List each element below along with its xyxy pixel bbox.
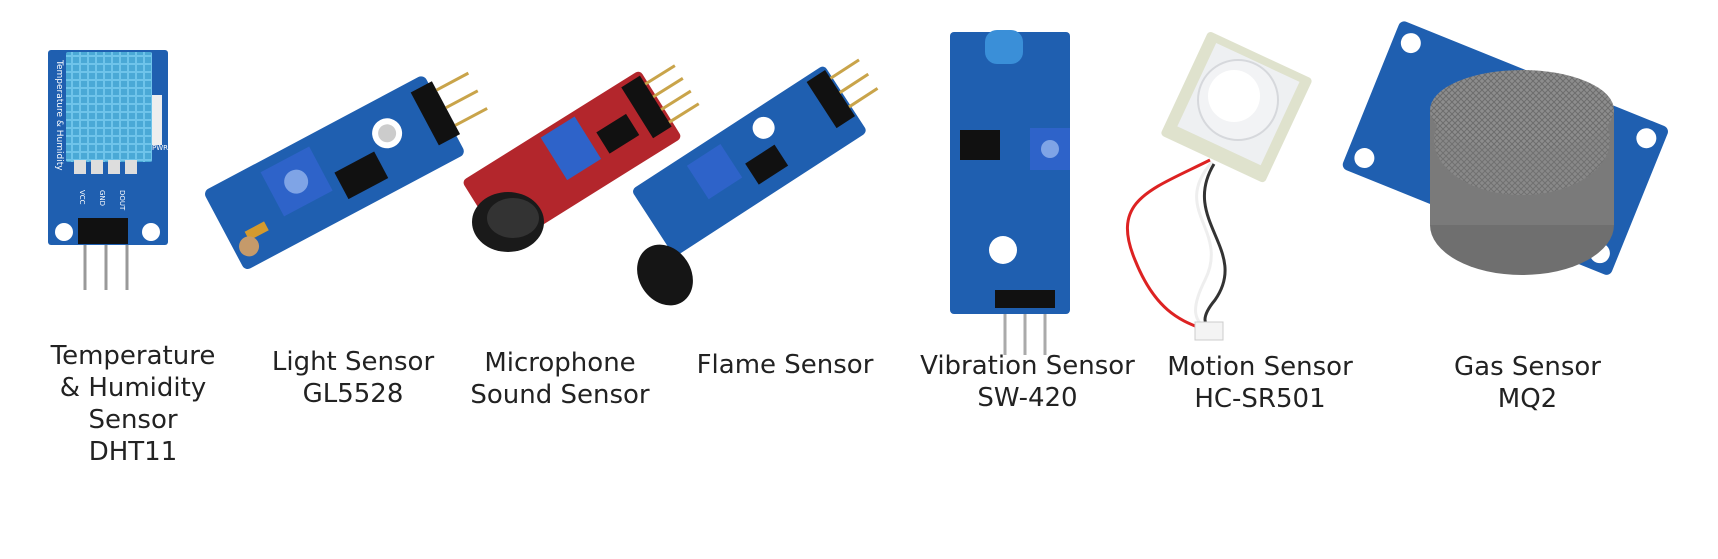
- caption-gas-sensor: Gas Sensor MQ2: [1440, 351, 1615, 415]
- caption-line: Sensor: [88, 405, 178, 435]
- dht11-pcb-text: Temperature & Humidity: [54, 59, 64, 171]
- caption-line: Microphone: [484, 348, 636, 378]
- motion-sensor-icon: [1125, 31, 1312, 341]
- caption-vibration-sensor: Vibration Sensor SW-420: [915, 350, 1140, 414]
- dht11-pwr-label: PWR: [152, 144, 168, 152]
- caption-line: Vibration Sensor: [920, 351, 1135, 381]
- dht11-vcc-label: VCC: [78, 190, 86, 205]
- caption-line: Gas Sensor: [1453, 352, 1601, 382]
- light-sensor-icon: [205, 71, 488, 269]
- caption-motion-sensor: Motion Sensor HC-SR501: [1160, 351, 1360, 415]
- flame-sensor-icon: [633, 58, 879, 306]
- caption-line: MQ2: [1497, 384, 1558, 414]
- caption-line: Motion Sensor: [1167, 352, 1353, 382]
- vibration-sensor-icon: [950, 30, 1070, 355]
- caption-line: SW-420: [977, 383, 1078, 413]
- caption-line: Temperature: [50, 341, 216, 371]
- caption-dht11: Temperature & Humidity Sensor DHT11: [48, 340, 218, 468]
- caption-line: HC-SR501: [1194, 384, 1326, 414]
- caption-line: GL5528: [302, 379, 404, 409]
- caption-light-sensor: Light Sensor GL5528: [263, 346, 443, 410]
- caption-flame-sensor: Flame Sensor: [690, 349, 880, 381]
- dht11-gnd-label: GND: [98, 190, 106, 206]
- caption-line: DHT11: [88, 437, 178, 467]
- caption-line: Flame Sensor: [696, 350, 874, 380]
- caption-line: & Humidity: [59, 373, 207, 403]
- microphone-sensor-icon: [463, 64, 700, 252]
- caption-line: Light Sensor: [271, 347, 435, 377]
- gas-sensor-icon: [1342, 21, 1668, 275]
- dht11-sensor-icon: Temperature & Humidity PWR VCC GND DOUT: [48, 50, 168, 290]
- dht11-dout-label: DOUT: [118, 190, 126, 211]
- caption-microphone-sensor: Microphone Sound Sensor: [468, 347, 652, 411]
- caption-line: Sound Sensor: [470, 380, 650, 410]
